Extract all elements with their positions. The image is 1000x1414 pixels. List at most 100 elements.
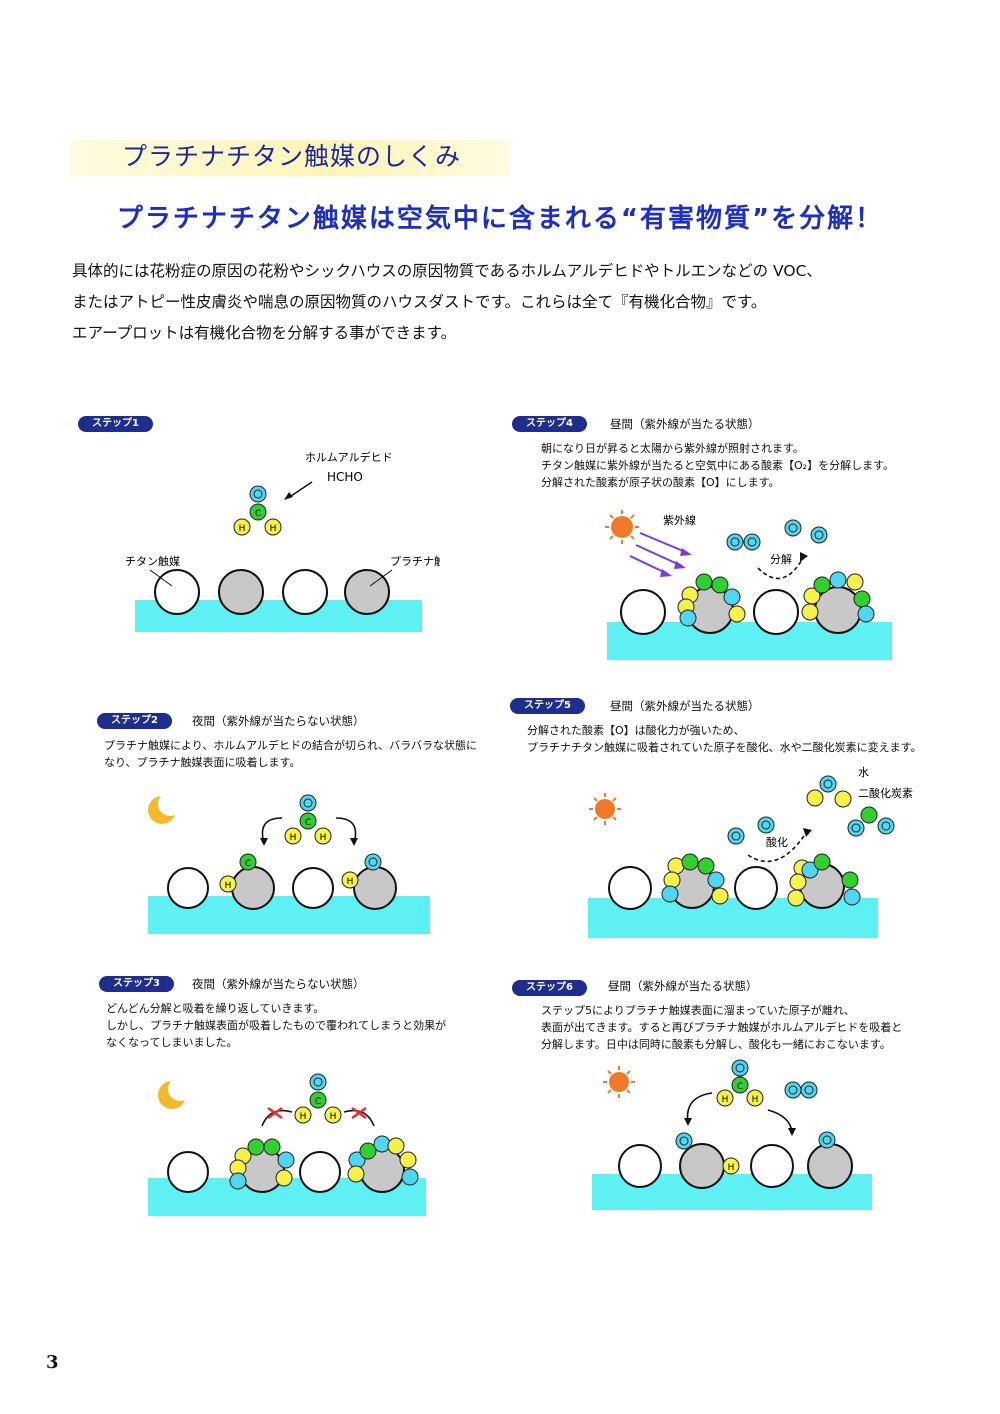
atom-h-label: H <box>300 1112 307 1122</box>
label-formaldehyde: ホルムアルデヒド <box>305 450 393 464</box>
step3-diagram: C H H <box>148 1073 426 1216</box>
atom-o-ring <box>303 798 313 808</box>
platinum-catalyst <box>218 569 264 615</box>
platinum-catalyst <box>344 569 390 615</box>
atom-o <box>364 853 382 871</box>
atom-o-ring <box>368 857 378 867</box>
titanium-catalyst <box>299 1151 341 1193</box>
step3-badge: ステップ3 <box>99 976 174 992</box>
titanium-catalyst <box>167 867 209 909</box>
section-title-bar <box>70 140 510 176</box>
atom-o <box>731 1059 749 1077</box>
atom-h-label: H <box>722 1095 729 1105</box>
titanium-catalyst <box>154 569 200 615</box>
step5-diagram: 水 二酸化炭素 酸化 <box>588 766 913 938</box>
desc-line: 表面が出てきます。すると再びプラチナ触媒がホルムアルデヒドを吸着と <box>541 1021 903 1034</box>
step2-description: プラチナ触媒により、ホルムアルデヒドの結合が切られ、バラバラな状態に なり、プラ… <box>104 737 477 771</box>
atom-h-label: H <box>290 833 297 843</box>
step4-description: 朝になり日が昇ると太陽から紫外線が照射されます。 チタン触媒に紫外線が当たると空… <box>541 440 894 491</box>
platinum-catalyst <box>231 866 275 910</box>
arrow-line <box>287 481 313 499</box>
step5-badge: ステップ5 <box>510 698 585 714</box>
step2-badge: ステップ2 <box>97 713 172 729</box>
atom-h <box>294 1106 312 1124</box>
titanium-catalyst <box>618 1144 662 1188</box>
titanium-catalyst <box>282 569 328 615</box>
step1-diagram: チタン触媒 プラチナ触媒 ホルムアルデヒド HCHO C H H <box>125 450 440 632</box>
page-number: 3 <box>46 1352 59 1373</box>
section-title: プラチナチタン触媒のしくみ <box>122 142 462 171</box>
adsorbed-atoms-right <box>347 1135 419 1186</box>
atom-o <box>249 485 267 503</box>
step5-description: 分解された酸素【O】は酸化力が強いため、 プラチナチタン触媒に吸着されていた原子… <box>527 722 922 756</box>
platinum-catalyst <box>679 1143 725 1189</box>
intro-line: またはアトピー性皮膚炎や喘息の原因物質のハウスダストです。これらは全て『有機化合… <box>72 293 767 311</box>
arrow-head <box>284 492 293 500</box>
desc-line: どんどん分解と吸着を繰り返していきます。 <box>106 1002 325 1015</box>
adsorbed-atoms-right <box>801 571 875 623</box>
step6-description: ステップ5によりプラチナ触媒表面に溜まっていた原子が離れ、 表面が出てきます。す… <box>541 1002 902 1053</box>
adsorbed-atoms-right <box>787 853 861 907</box>
step3-condition: 夜間（紫外線が当たらない状態） <box>192 977 365 991</box>
arrow-head <box>350 838 358 846</box>
titanium-catalyst <box>750 1144 794 1188</box>
atom-o <box>309 1073 327 1091</box>
atom-h <box>264 518 282 536</box>
label-platinum: プラチナ触媒 <box>390 554 440 568</box>
arrow-head <box>260 838 268 846</box>
platinum-catalyst <box>353 866 397 910</box>
atom-h <box>341 871 359 889</box>
arrow-head <box>684 1118 692 1126</box>
atom-h-label: H <box>270 524 277 534</box>
headline: プラチナチタン触媒は空気中に含まれる“有害物質”を分解！ <box>116 204 884 234</box>
uv-arrowheads <box>660 548 692 577</box>
atom-h <box>746 1089 764 1107</box>
atom-o <box>675 1132 693 1150</box>
atom-o-ring <box>313 1077 323 1087</box>
step5-condition: 昼間（紫外線が当たる状態） <box>610 699 760 713</box>
titanium-catalyst <box>167 1151 209 1193</box>
oxygen-molecule <box>784 1081 818 1099</box>
atom-h-label: H <box>752 1095 759 1105</box>
atom-o-ring <box>735 1063 745 1073</box>
atom-h <box>314 827 332 845</box>
adsorbed-atoms-left <box>677 573 746 627</box>
desc-line: ステップ5によりプラチナ触媒表面に溜まっていた原子が離れ、 <box>541 1004 855 1017</box>
label-decompose: 分解 <box>770 552 792 566</box>
desc-line: プラチナチタン触媒に吸着されていた原子を酸化、水や二酸化炭素に変えます。 <box>527 741 922 754</box>
atom-h <box>233 518 251 536</box>
desc-line: なくなってしまいました。 <box>106 1036 238 1049</box>
label-water: 水 <box>858 766 869 779</box>
desc-line: 分解します。日中は同時に酸素も分解し、酸化も一緒におこないます。 <box>541 1038 891 1051</box>
step4-condition: 昼間（紫外線が当たる状態） <box>610 417 760 431</box>
co2-molecule <box>847 806 895 837</box>
oxygen-molecule <box>726 533 761 551</box>
sun-icon <box>603 1066 635 1098</box>
adsorbed-atoms-left <box>661 853 729 905</box>
step6-condition: 昼間（紫外線が当たる状態） <box>608 979 758 993</box>
step3-description: どんどん分解と吸着を繰り返していきます。 しかし、プラチナ触媒表面が吸着したもの… <box>106 1000 446 1051</box>
arrow-right <box>343 1109 375 1127</box>
label-formula: HCHO <box>327 470 363 484</box>
step4-diagram: 紫外線 分解 <box>605 510 892 660</box>
desc-line: なり、プラチナ触媒表面に吸着します。 <box>104 756 301 769</box>
desc-line: 分解された酸素【O】は酸化力が強いため、 <box>527 724 745 737</box>
atom-h-label: H <box>347 877 354 887</box>
moon-icon <box>158 1077 192 1109</box>
pointer-line <box>149 569 173 587</box>
label-uv: 紫外線 <box>663 513 696 527</box>
atom-c <box>239 853 257 871</box>
decompose-arrow <box>757 557 804 580</box>
atom-h <box>324 1106 342 1124</box>
atom-c <box>309 1091 327 1109</box>
sun-icon <box>605 510 639 544</box>
step6-badge: ステップ6 <box>512 980 587 996</box>
atom-h-label: H <box>225 881 232 891</box>
step6-diagram: C H H H <box>592 1059 872 1210</box>
platinum-catalyst <box>814 586 862 634</box>
adsorbed-atoms-left <box>229 1138 295 1190</box>
intro-line: 具体的には花粉症の原因の花粉やシックハウスの原因物質であるホルムアルデヒドやトル… <box>72 262 822 280</box>
atom-c-label: C <box>305 818 311 828</box>
atom-c-label: C <box>315 1097 321 1107</box>
atom-c-label: C <box>245 859 251 869</box>
